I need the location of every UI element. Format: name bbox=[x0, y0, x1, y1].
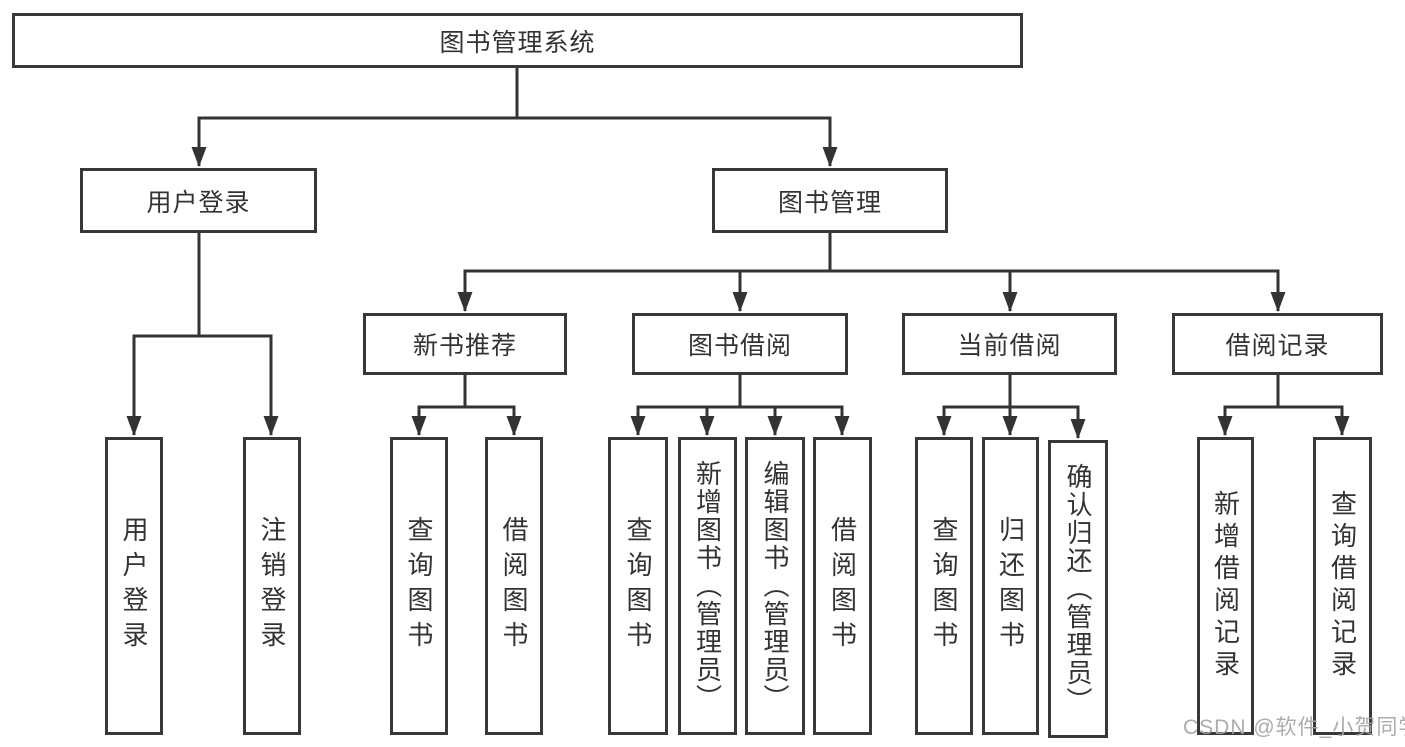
node-book-management: 图书管理 bbox=[712, 168, 948, 233]
node-label: 新书推荐 bbox=[412, 332, 517, 360]
node-current-borrow: 当前借阅 bbox=[902, 313, 1117, 375]
leaf-label: 新增借阅记录 bbox=[1210, 490, 1241, 682]
leaf-label: 用户登录 bbox=[119, 516, 149, 656]
leaf-add-books-admin: 新增图书（管理员） bbox=[678, 437, 737, 735]
leaf-query-books: 查询图书 bbox=[608, 437, 668, 735]
leaf-label: 查询图书 bbox=[404, 516, 434, 656]
node-label: 借阅记录 bbox=[1225, 332, 1330, 360]
leaf-label: 新增图书（管理员） bbox=[692, 460, 723, 712]
leaf-label: 查询图书 bbox=[623, 516, 653, 656]
leaf-add-borrow-record: 新增借阅记录 bbox=[1197, 437, 1254, 735]
leaf-label: 查询借阅记录 bbox=[1327, 490, 1358, 682]
leaf-label: 查询图书 bbox=[929, 516, 959, 656]
leaf-borrow-books: 借阅图书 bbox=[485, 437, 543, 735]
node-book-borrow: 图书借阅 bbox=[632, 313, 848, 375]
leaf-return-books: 归还图书 bbox=[982, 437, 1039, 735]
node-library-management-system: 图书管理系统 bbox=[12, 13, 1023, 68]
leaf-query-borrow-record: 查询借阅记录 bbox=[1313, 437, 1372, 735]
leaf-label: 注销登录 bbox=[257, 516, 287, 656]
node-new-book-recommend: 新书推荐 bbox=[363, 313, 567, 375]
leaf-label: 归还图书 bbox=[995, 516, 1026, 656]
node-borrow-records: 借阅记录 bbox=[1172, 313, 1383, 375]
csdn-watermark: CSDN @软件_小贺同学 bbox=[1183, 716, 1405, 739]
leaf-label: 编辑图书（管理员） bbox=[760, 460, 790, 712]
leaf-query-books: 查询图书 bbox=[390, 437, 448, 735]
leaf-label: 确认归还（管理员） bbox=[1063, 463, 1093, 715]
leaf-user-login: 用户登录 bbox=[105, 437, 163, 735]
node-label: 图书管理 bbox=[777, 188, 882, 217]
node-label: 图书借阅 bbox=[687, 332, 792, 360]
leaf-query-books: 查询图书 bbox=[915, 437, 973, 735]
leaf-label: 借阅图书 bbox=[827, 516, 858, 656]
leaf-borrow-books: 借阅图书 bbox=[813, 437, 872, 735]
leaf-confirm-return-admin: 确认归还（管理员） bbox=[1048, 440, 1108, 738]
node-label: 用户登录 bbox=[146, 188, 251, 217]
leaf-logout: 注销登录 bbox=[243, 437, 301, 735]
node-label: 图书管理系统 bbox=[439, 28, 596, 57]
leaf-edit-books-admin: 编辑图书（管理员） bbox=[745, 437, 805, 735]
leaf-label: 借阅图书 bbox=[499, 516, 529, 656]
node-user-login: 用户登录 bbox=[80, 168, 317, 233]
node-label: 当前借阅 bbox=[957, 332, 1062, 360]
